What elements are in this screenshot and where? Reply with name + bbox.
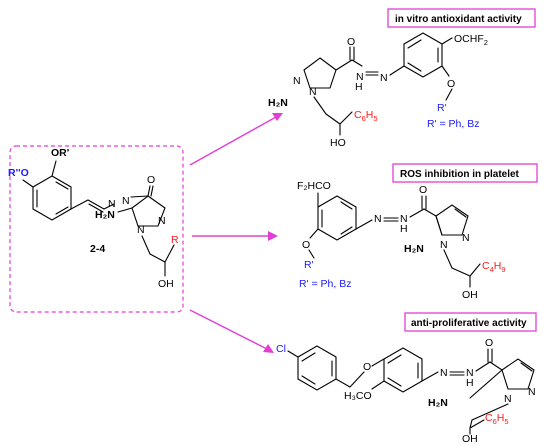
compound1-c6h5: C6H5: [354, 109, 378, 123]
pyrazole-ring: [131, 195, 166, 227]
compound1-carbonyl-o: O: [347, 36, 355, 48]
benzene-ring: [32, 175, 72, 221]
svg-text:anti-proliferative activity: anti-proliferative activity: [411, 318, 527, 329]
compound1-n1: N: [309, 86, 317, 98]
arrow-to-compound2: [192, 231, 278, 241]
compound2-structure: F₂HCO O R' N N H O N N H₂N C4H9: [297, 180, 506, 301]
compound1-nh2: H₂N: [268, 97, 288, 109]
compound3-nh: N: [466, 367, 474, 379]
compound1-o: O: [447, 78, 455, 90]
compound2-oh: OH: [462, 289, 478, 301]
compound2-n1: N: [462, 232, 470, 244]
activity-box-ros: ROS inhibition in platelet: [392, 163, 538, 183]
compound2-r-note: R' = Ph, Bz: [299, 278, 352, 290]
compound3-structure: Cl O H₃CO N N H O N N H₂: [276, 337, 536, 445]
compound3-c6h5: C6H5: [485, 412, 509, 426]
compound1-structure: N N H₂N O N H N OCHF2 O R' C6H5 HO: [268, 32, 488, 149]
pyrazole-n1: N: [158, 215, 166, 227]
compound1-benzene: [403, 32, 443, 78]
activity-box-antiproliferative: anti-proliferative activity: [404, 312, 537, 332]
compound3-cl: Cl: [276, 343, 286, 355]
compound1-n: N: [380, 72, 388, 84]
compound1-ochf2: OCHF2: [454, 33, 488, 47]
compound2-n: N: [374, 213, 382, 225]
svg-text:ROS inhibition in platelet: ROS inhibition in platelet: [400, 169, 520, 180]
arrow-to-compound3: [189, 309, 274, 353]
n-label: N: [108, 198, 116, 210]
compound3-carbonyl-o: O: [485, 337, 493, 349]
general-structure-box: [9, 145, 184, 313]
compound2-carbonyl-o: O: [419, 184, 427, 196]
compound3-benzene: [383, 347, 423, 393]
or-prime-label: OR': [51, 147, 69, 159]
compound3-pyrazole: [501, 358, 535, 390]
pyrazole-n2: N: [137, 224, 145, 236]
r-label: R: [171, 234, 179, 246]
activity-box-antioxidant: in vitro antioxidant activity: [387, 8, 536, 28]
compound2-r-prime: R': [304, 259, 314, 271]
compound2-c4h9: C4H9: [482, 260, 506, 274]
nh-label: N: [122, 195, 130, 207]
compound2-h: H: [400, 223, 408, 235]
compound2-n2: N: [440, 239, 448, 251]
oh-label: OH: [158, 278, 174, 290]
compound3-o: O: [363, 361, 371, 373]
arrow-to-compound1: [189, 113, 283, 166]
compound3-nh2: H₂N: [428, 397, 448, 409]
compound3-chlorobenzene: [297, 345, 337, 391]
nh2-label: H₂N: [95, 209, 115, 221]
compound1-n2: N: [293, 75, 301, 87]
compound3-h3co: H₃CO: [344, 390, 372, 402]
carbonyl-o-label: O: [147, 174, 155, 186]
compound1-nh: N: [356, 71, 364, 83]
compound2-nh2: H₂N: [404, 243, 424, 255]
compound3-n: N: [440, 367, 448, 379]
compound3-n1: N: [528, 386, 536, 398]
compound1-ho: HO: [330, 137, 346, 149]
compound1-r-prime: R': [437, 102, 447, 114]
compound2-nh: N: [400, 213, 408, 225]
compound-id: 2-4: [90, 243, 105, 255]
svg-text:in vitro antioxidant activity: in vitro antioxidant activity: [395, 14, 522, 25]
r2o-label: R''O: [8, 167, 29, 179]
compound3-oh: OH: [462, 433, 478, 445]
compound2-benzene: [317, 195, 357, 241]
general-structure: OR' R''O N N O N N H₂N R OH 2-4: [8, 147, 179, 290]
compound1-pyrazole: [303, 57, 337, 89]
compound1-h: H: [355, 81, 363, 93]
compound3-n2: N: [504, 393, 512, 405]
compound1-r-note: R' = Ph, Bz: [427, 118, 480, 130]
compound2-o: O: [302, 239, 310, 251]
compound3-h: H: [466, 377, 474, 389]
compound2-f2hco: F₂HCO: [297, 180, 331, 192]
